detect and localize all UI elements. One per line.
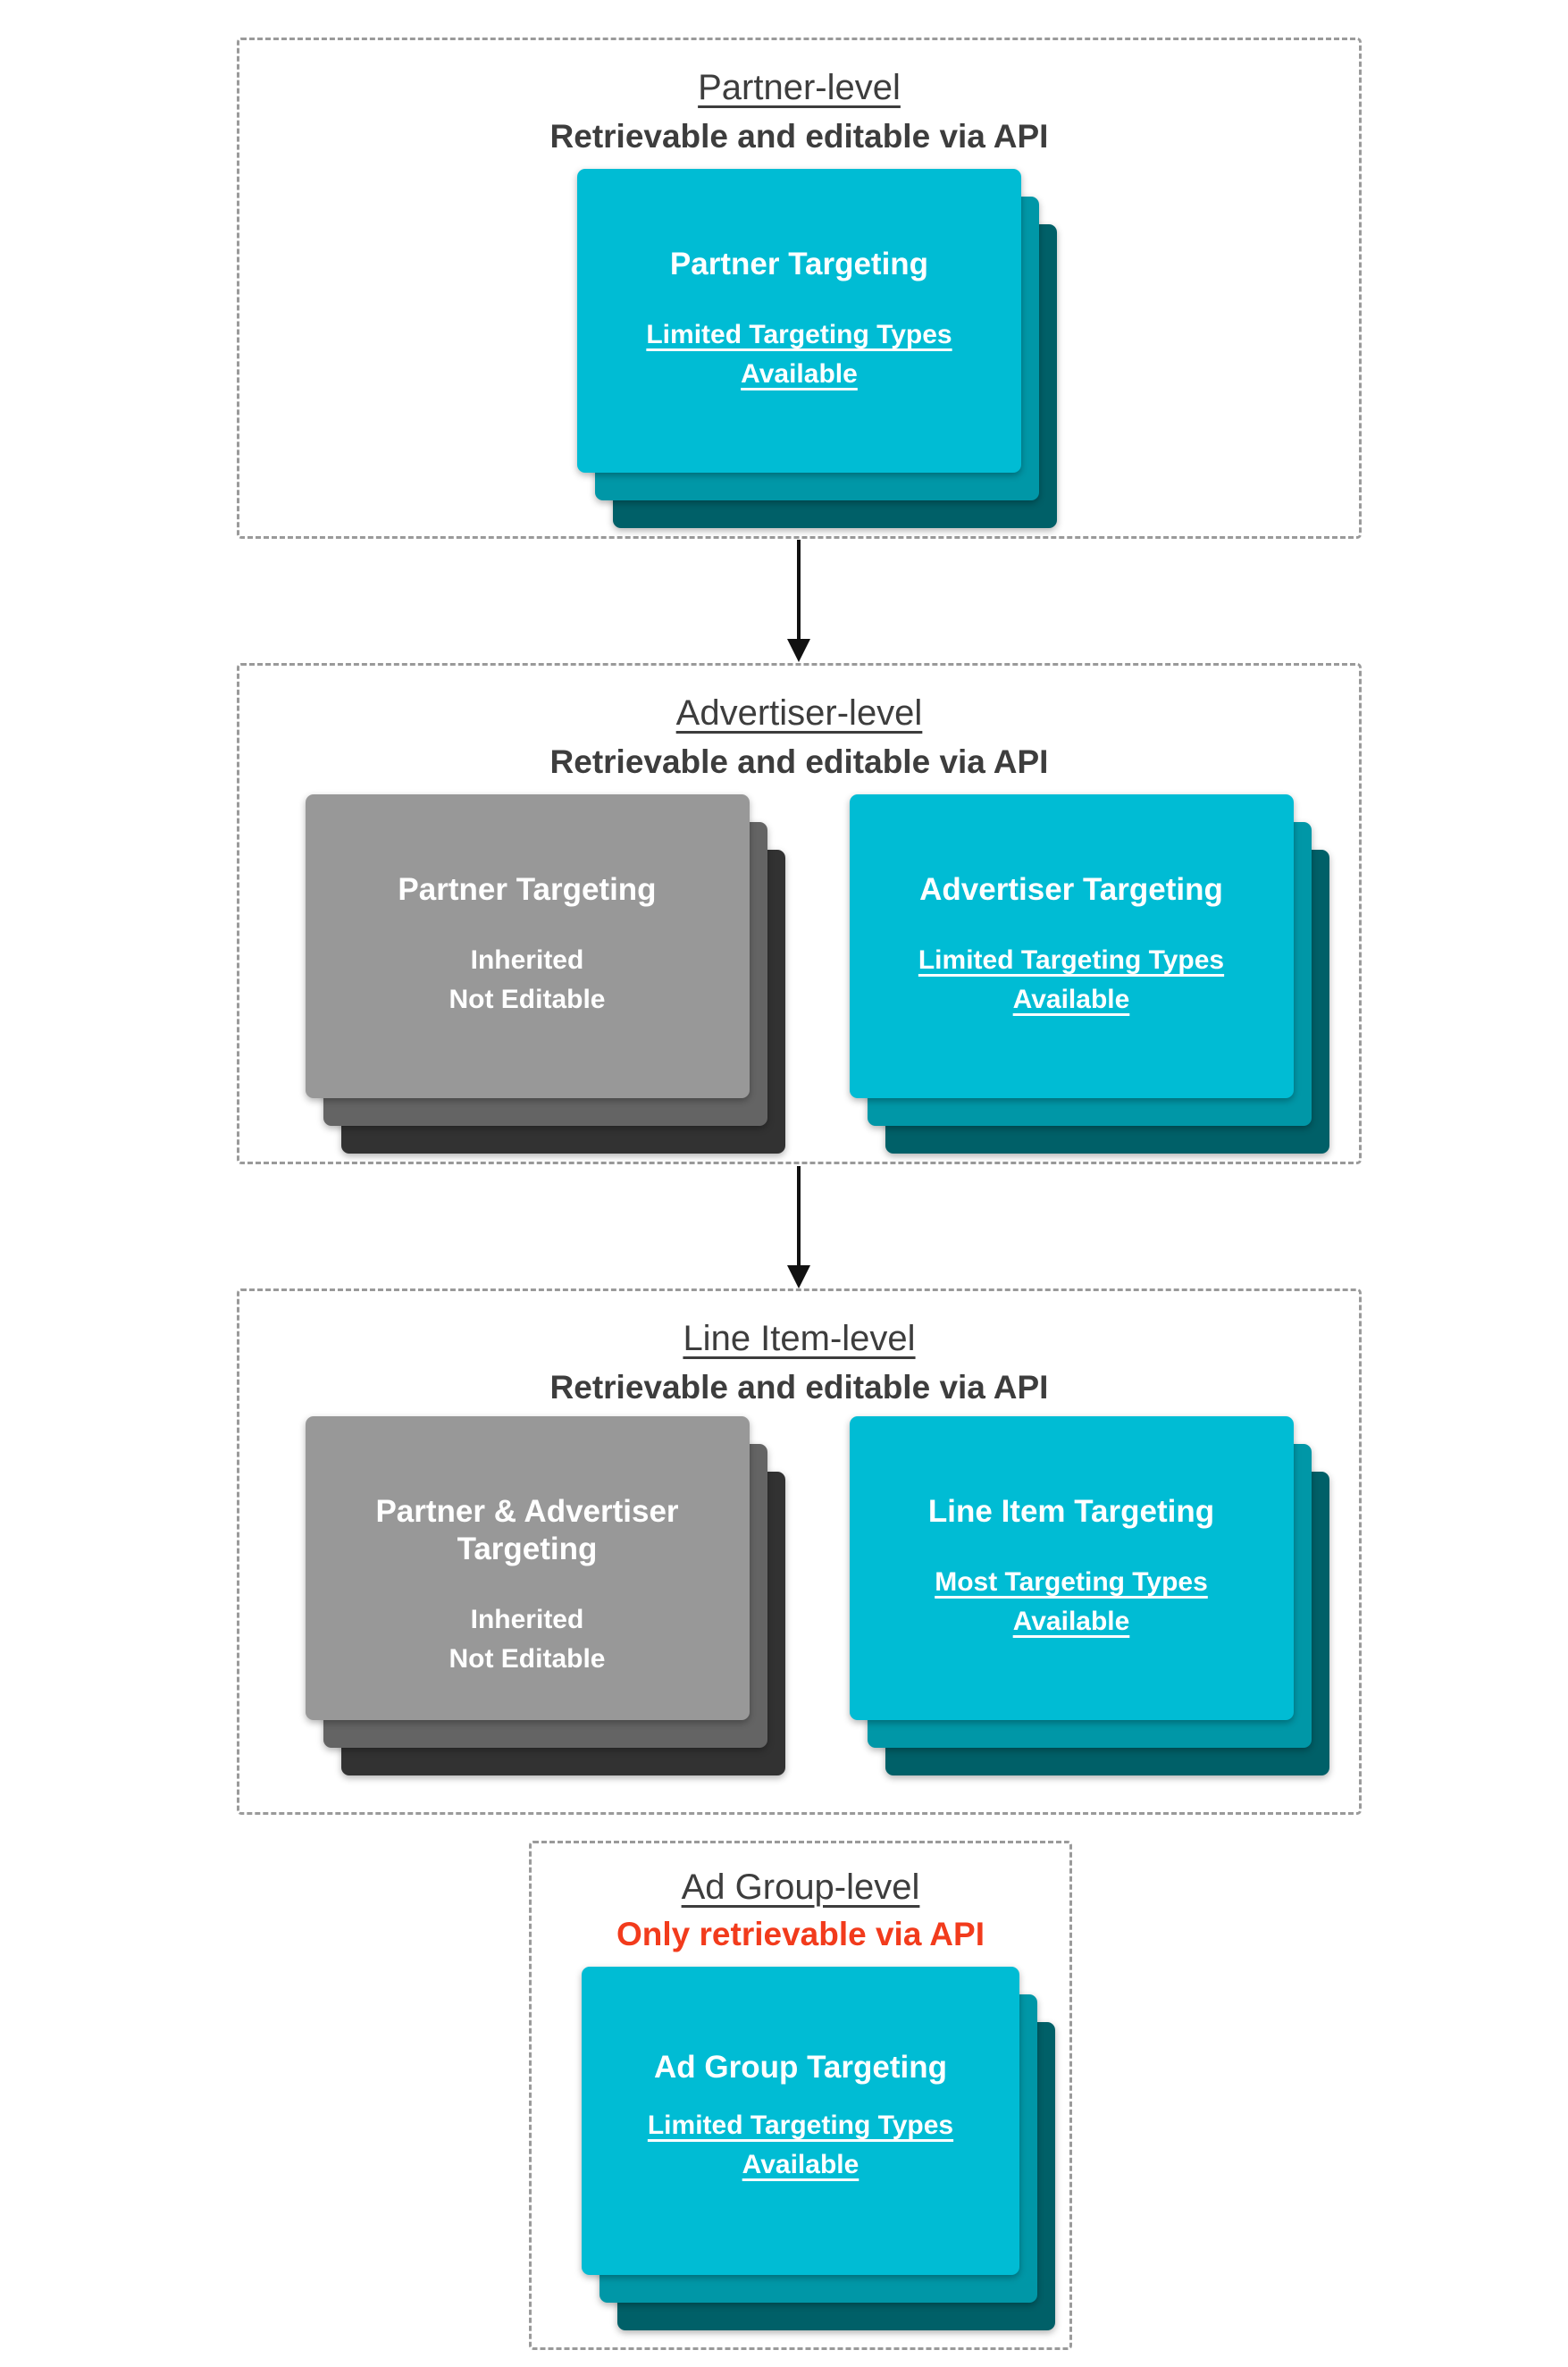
partner-targeting-card-stack: Partner Targeting Limited Targeting Type…: [577, 169, 1057, 528]
card-title: Partner Targeting: [398, 872, 657, 907]
line-item-targeting-card-stack: Line Item Targeting Most Targeting Types…: [849, 1416, 1329, 1775]
partner-advertiser-targeting-card-stack: Partner & Advertiser Targeting Inherited…: [305, 1416, 785, 1775]
advertiser-targeting-card: Advertiser Targeting Limited Targeting T…: [849, 794, 1294, 1098]
card-subtitle-line: Inherited: [470, 1605, 584, 1634]
card-subtitle: Most Targeting Types Available: [935, 1563, 1208, 1641]
inherited-partner-targeting-card: Partner Targeting Inherited Not Editable: [305, 794, 750, 1098]
section-subtitle: Retrievable and editable via API: [549, 118, 1049, 155]
arrow-head: [787, 1265, 810, 1288]
card-subtitle: Limited Targeting Types Available: [648, 2106, 953, 2185]
section-subtitle-alert: Only retrievable via API: [616, 1916, 985, 1952]
card-subtitle: Limited Targeting Types Available: [646, 315, 952, 394]
card-subtitle-line: Most Targeting Types: [935, 1567, 1208, 1597]
card-subtitle-line: Available: [742, 2150, 859, 2179]
card-title: Line Item Targeting: [927, 1494, 1215, 1529]
card-subtitle-line: Limited Targeting Types: [646, 320, 952, 349]
card-subtitle-line: Limited Targeting Types: [918, 945, 1225, 975]
cards-row: Partner & Advertiser Targeting Inherited…: [239, 1416, 1359, 1775]
section-advertiser-level: Advertiser-level Retrievable and editabl…: [237, 663, 1362, 1164]
arrow-down-icon: [787, 1166, 810, 1288]
arrow-head: [787, 639, 810, 662]
section-line-item-level: Line Item-level Retrievable and editable…: [237, 1288, 1362, 1815]
partner-targeting-card: Partner Targeting Limited Targeting Type…: [577, 169, 1021, 473]
card-subtitle-line: Not Editable: [449, 1644, 606, 1674]
inherited-partner-targeting-card-stack: Partner Targeting Inherited Not Editable: [305, 794, 785, 1154]
card-subtitle-line: Available: [1012, 985, 1130, 1014]
card-title: Partner & Advertiser Targeting: [375, 1494, 679, 1566]
arrow-down-icon: [787, 540, 810, 662]
card-subtitle: Limited Targeting Types Available: [918, 941, 1224, 1020]
section-title: Advertiser-level: [675, 693, 923, 733]
section-ad-group-level: Ad Group-level Only retrievable via API …: [529, 1841, 1072, 2350]
card-title: Ad Group Targeting: [654, 2050, 947, 2085]
card-title: Advertiser Targeting: [919, 872, 1223, 907]
card-subtitle-line: Available: [741, 359, 858, 389]
section-title: Partner-level: [698, 68, 901, 107]
arrow-stem: [797, 540, 801, 639]
section-title: Ad Group-level: [681, 1868, 920, 1907]
ad-group-targeting-card-stack: Ad Group Targeting Limited Targeting Typ…: [582, 1967, 1055, 2330]
line-item-targeting-card: Line Item Targeting Most Targeting Types…: [849, 1416, 1294, 1720]
card-subtitle-line: Not Editable: [449, 985, 606, 1014]
section-subtitle: Retrievable and editable via API: [549, 1369, 1049, 1406]
partner-advertiser-targeting-card: Partner & Advertiser Targeting Inherited…: [305, 1416, 750, 1720]
card-subtitle-line: Inherited: [470, 945, 584, 975]
advertiser-targeting-card-stack: Advertiser Targeting Limited Targeting T…: [849, 794, 1329, 1154]
card-subtitle-line: Limited Targeting Types: [647, 2111, 954, 2140]
card-subtitle: Inherited Not Editable: [449, 941, 605, 1020]
cards-row: Partner Targeting Inherited Not Editable…: [239, 794, 1359, 1154]
section-subtitle: Retrievable and editable via API: [549, 743, 1049, 780]
arrow-stem: [797, 1166, 801, 1265]
card-title: Partner Targeting: [669, 247, 929, 281]
card-subtitle-line: Available: [1012, 1607, 1130, 1636]
cards-row: Ad Group Targeting Limited Targeting Typ…: [532, 1967, 1069, 2330]
ad-group-targeting-card: Ad Group Targeting Limited Targeting Typ…: [582, 1967, 1019, 2275]
cards-row: Partner Targeting Limited Targeting Type…: [239, 169, 1359, 528]
section-partner-level: Partner-level Retrievable and editable v…: [237, 38, 1362, 539]
section-title: Line Item-level: [683, 1319, 916, 1358]
card-subtitle: Inherited Not Editable: [449, 1600, 605, 1679]
